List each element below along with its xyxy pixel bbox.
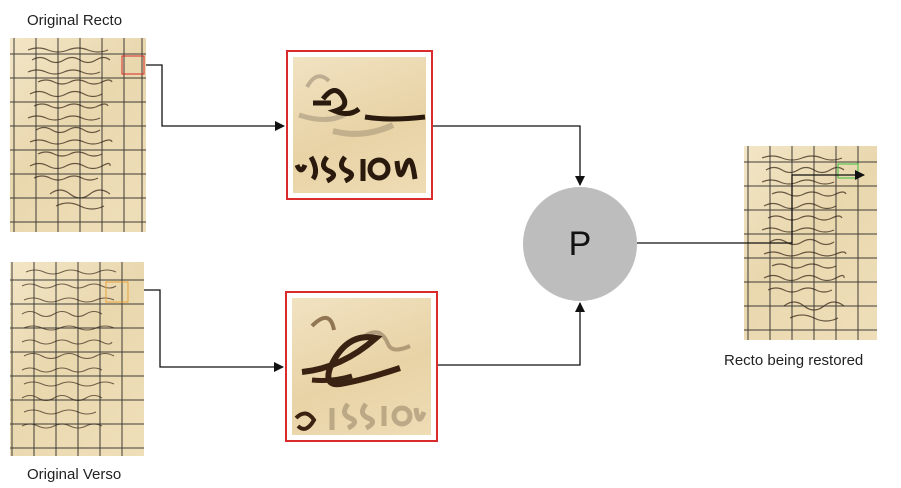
recto-restored-label: Recto being restored [724,352,864,369]
original-verso-image [10,262,144,456]
arrow-recto-crop-to-p [433,125,585,186]
arrow-p-to-restored [637,170,865,244]
process-node-p: P [523,187,637,301]
recto-crop-patch [286,50,433,200]
recto-crop-marker [121,55,145,75]
process-node-label: P [568,224,592,263]
arrow-recto-to-crop [146,64,285,131]
arrow-verso-to-crop [144,289,284,372]
arrow-verso-crop-to-p [438,302,585,366]
original-recto-label: Original Recto [27,12,123,29]
original-verso-label: Original Verso [27,466,122,483]
verso-crop-marker [105,281,129,303]
original-recto-image [10,38,146,232]
verso-crop-patch [285,291,438,442]
